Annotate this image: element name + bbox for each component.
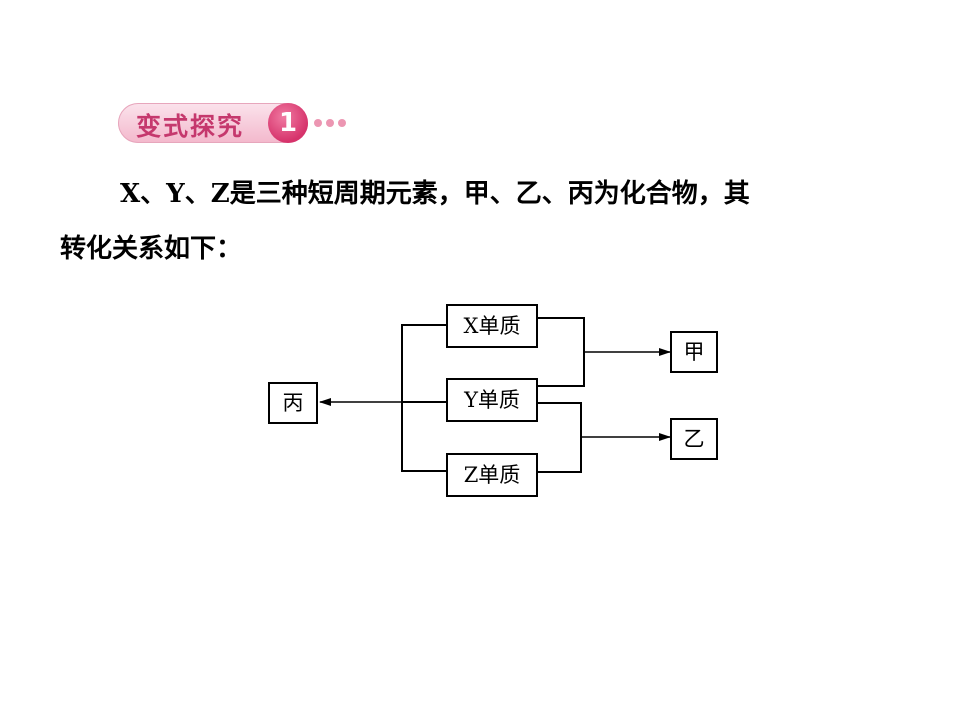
badge-number: 1 — [268, 103, 308, 143]
connector-y-right — [537, 402, 582, 473]
connector-x-left — [401, 324, 446, 472]
bing-compound-box: 丙 — [268, 382, 318, 424]
badge-dot — [338, 119, 346, 127]
question-line-2: 转化关系如下： — [60, 234, 243, 264]
question-line-1: X、Y、Z是三种短周期元素，甲、乙、丙为化合物，其 — [120, 179, 750, 209]
connector-x-right — [537, 317, 585, 387]
z-element-box: Z单质 — [446, 453, 538, 497]
y-element-box: Y单质 — [446, 378, 538, 422]
x-element-box: X单质 — [446, 304, 538, 348]
section-badge: 变式探究 1 — [118, 99, 358, 147]
yi-compound-box: 乙 — [670, 418, 718, 460]
badge-dot — [314, 119, 322, 127]
jia-compound-box: 甲 — [670, 331, 718, 373]
badge-label: 变式探究 — [136, 112, 245, 141]
badge-dot — [326, 119, 334, 127]
